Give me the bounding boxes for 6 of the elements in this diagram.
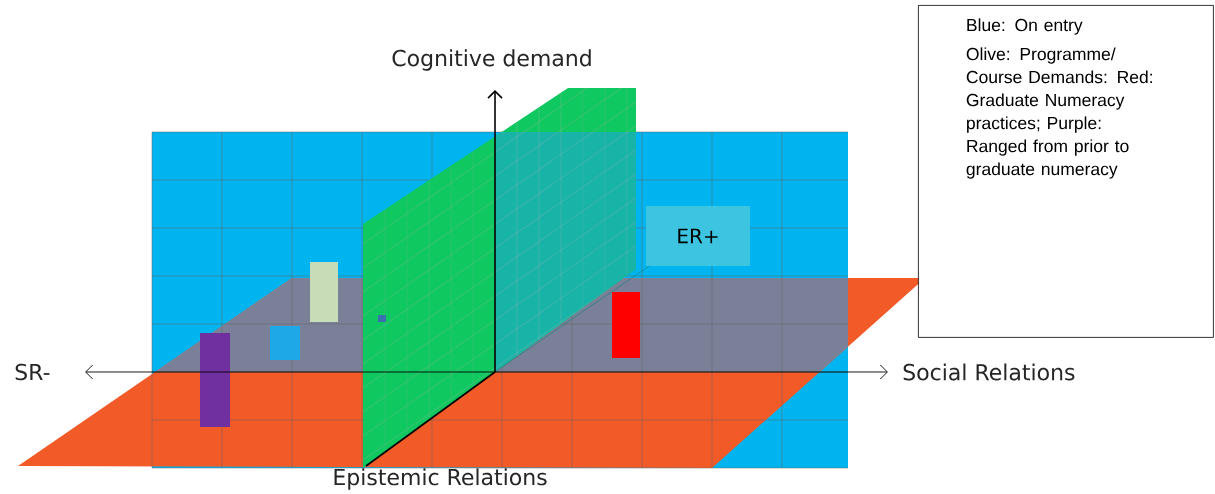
axis-label: Social Relations: [903, 363, 1075, 381]
axis-label: Epistemic Relations: [334, 468, 547, 490]
axis-end-box: ER+: [646, 206, 750, 266]
legend-box: Blue: On entry Olive: Programme/ Course Demands: Red: Graduate Numeracy practices; Purple: Ranged from prior to graduate numeracy: [918, 5, 1214, 338]
axis-label: SR-: [15, 363, 50, 381]
axis-label: Cognitive demand: [392, 49, 591, 71]
